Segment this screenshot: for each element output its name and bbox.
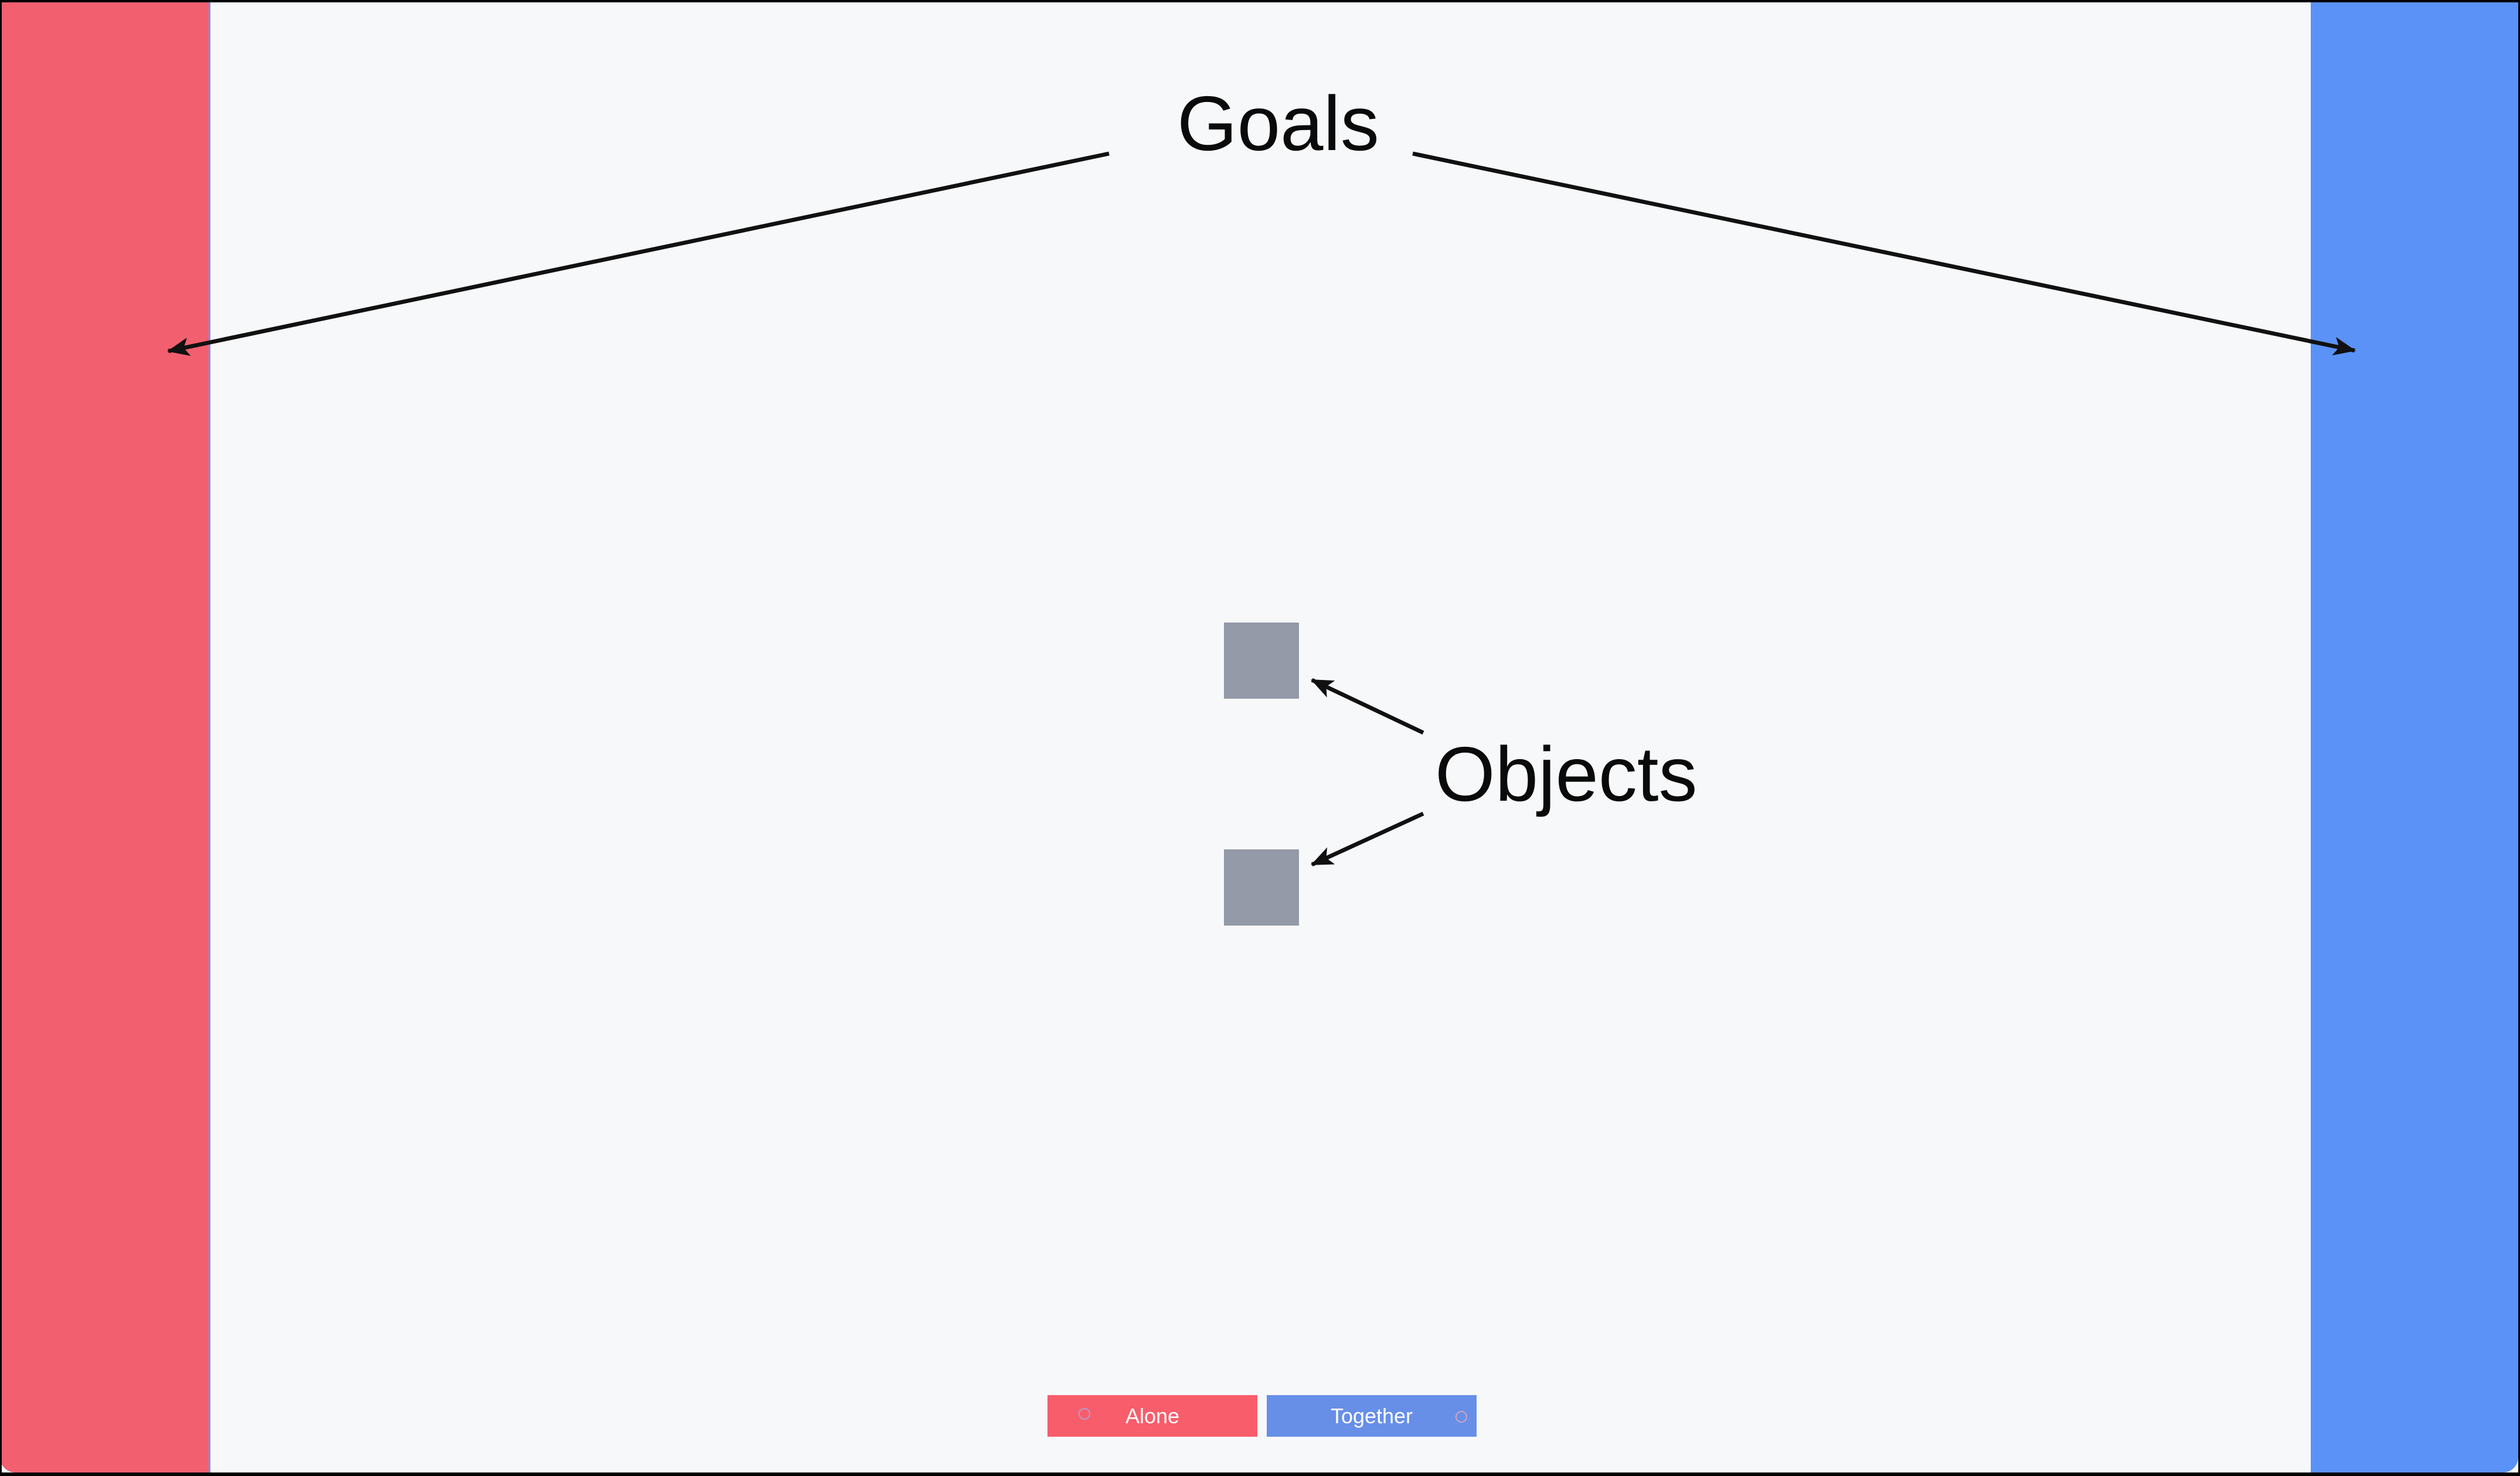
object-square-top (1224, 623, 1299, 699)
goals-left-arrow-icon (167, 151, 1110, 356)
together-button[interactable]: Together (1267, 1395, 1477, 1437)
goals-label: Goals (1177, 80, 1379, 166)
frame-top-edge (0, 0, 2520, 2)
goal-zone-blue (2311, 0, 2518, 1472)
frame-left-edge (0, 0, 2, 1476)
objects-label: Objects (1435, 731, 1698, 817)
frame-bottom-edge (0, 1472, 2520, 1476)
goals-right-arrow-icon (1412, 151, 2356, 356)
objects-lower-arrow-icon (1311, 811, 1424, 867)
goal-zone-red (0, 0, 210, 1472)
object-square-bottom (1224, 849, 1299, 926)
objects-upper-arrow-icon (1311, 678, 1424, 735)
alone-button[interactable]: Alone (1048, 1395, 1257, 1437)
frame-right-edge (2518, 0, 2520, 1476)
